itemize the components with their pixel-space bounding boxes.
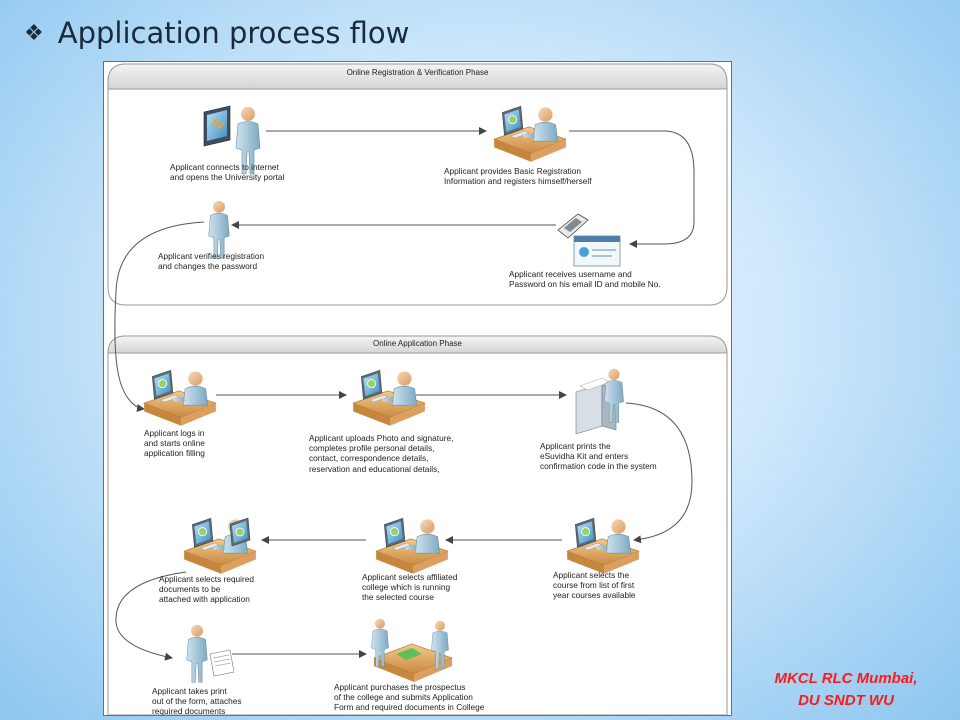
handover-desk-icon: [371, 618, 453, 682]
organization-credit: MKCL RLC Mumbai, DU SNDT WU: [756, 668, 936, 712]
step-caption-6: Applicant uploads Photo and signature,co…: [309, 433, 454, 474]
person-at-screen-icon: [203, 105, 261, 175]
flow-connectors: [114, 127, 695, 661]
diagram-canvas: [107, 63, 728, 715]
registration-phase-title: Online Registration & Verification Phase: [346, 68, 489, 77]
credit-line-1: MKCL RLC Mumbai,: [774, 670, 918, 687]
registration-phase-panel: [107, 63, 728, 306]
process-flow-diagram: Online Registration & Verification Phase…: [103, 61, 732, 716]
diamond-bullet-icon: ❖: [24, 20, 44, 46]
credit-line-2: DU SNDT WU: [798, 692, 894, 709]
slide-title: ❖ Application process flow: [24, 12, 409, 54]
slide-title-text: Application process flow: [57, 16, 410, 50]
application-phase-title: Online Application Phase: [373, 339, 462, 348]
person-with-printout-icon: [186, 624, 235, 683]
person-at-two-computers-icon: [183, 517, 257, 575]
mobile-email-icon: [557, 213, 621, 267]
person-at-printer-icon: [575, 368, 624, 435]
